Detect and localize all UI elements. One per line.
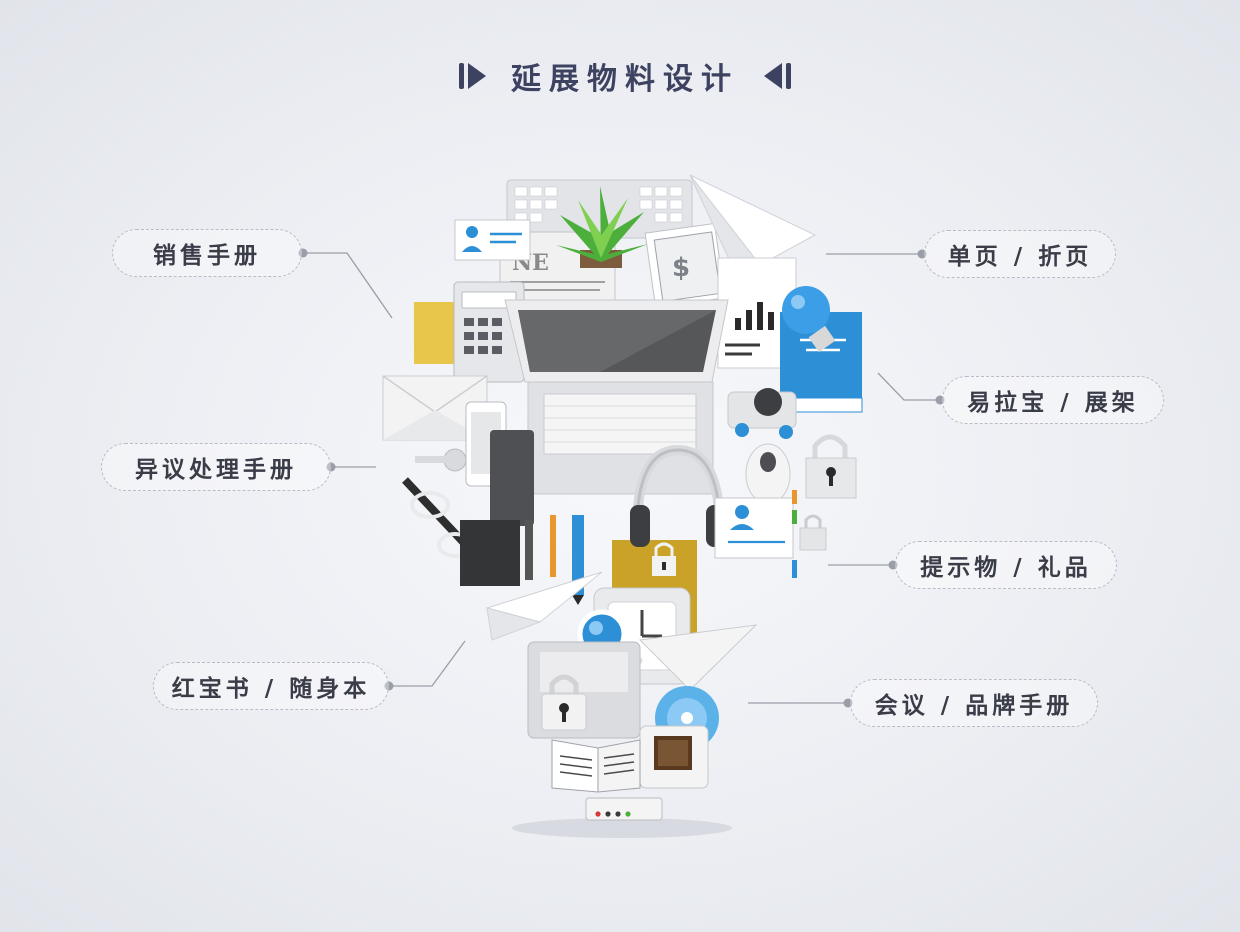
toy-icon <box>727 388 797 439</box>
label-brand-manual: 会议 / 品牌手册 <box>850 679 1098 727</box>
mouse-icon <box>745 443 791 505</box>
label-rollup-stand: 易拉宝 / 展架 <box>942 376 1164 424</box>
keyboard-icon <box>506 179 693 239</box>
play-left-icon <box>764 63 791 89</box>
id-card-icon <box>714 490 797 578</box>
coffee-icon <box>639 725 709 789</box>
padlock-icon <box>652 542 676 576</box>
play-right-icon <box>459 63 486 89</box>
connector-sales-manual <box>303 252 393 319</box>
paper-plane-icon <box>485 571 603 641</box>
svg-text:$: $ <box>672 253 690 283</box>
key-icon <box>415 448 467 472</box>
label-red-book: 红宝书 / 随身本 <box>153 662 389 710</box>
padlock-icon <box>799 514 827 551</box>
label-sales-manual: 销售手册 <box>112 229 302 277</box>
ruler-icon <box>638 624 758 691</box>
plant-icon <box>556 186 648 268</box>
id-card-icon <box>454 219 531 261</box>
padlock-icon <box>805 434 857 499</box>
title-bar: 延展物料设计 <box>440 52 810 100</box>
padlock-icon <box>541 674 587 731</box>
book-icon <box>551 739 641 793</box>
page-title: 延展物料设计 <box>511 62 739 97</box>
pen-icon <box>460 515 584 605</box>
connector-red-book <box>389 640 466 687</box>
tablet-icon <box>465 401 534 526</box>
label-single-fold: 单页 / 折页 <box>924 230 1116 278</box>
laptop-icon <box>504 299 729 495</box>
router-icon <box>585 797 663 821</box>
lightbulb-icon <box>782 286 836 353</box>
connector-rollup-stand <box>877 372 940 401</box>
label-objection-manual: 异议处理手册 <box>101 443 331 491</box>
money-icon: $ <box>644 222 726 309</box>
label-gifts: 提示物 / 礼品 <box>895 541 1117 589</box>
